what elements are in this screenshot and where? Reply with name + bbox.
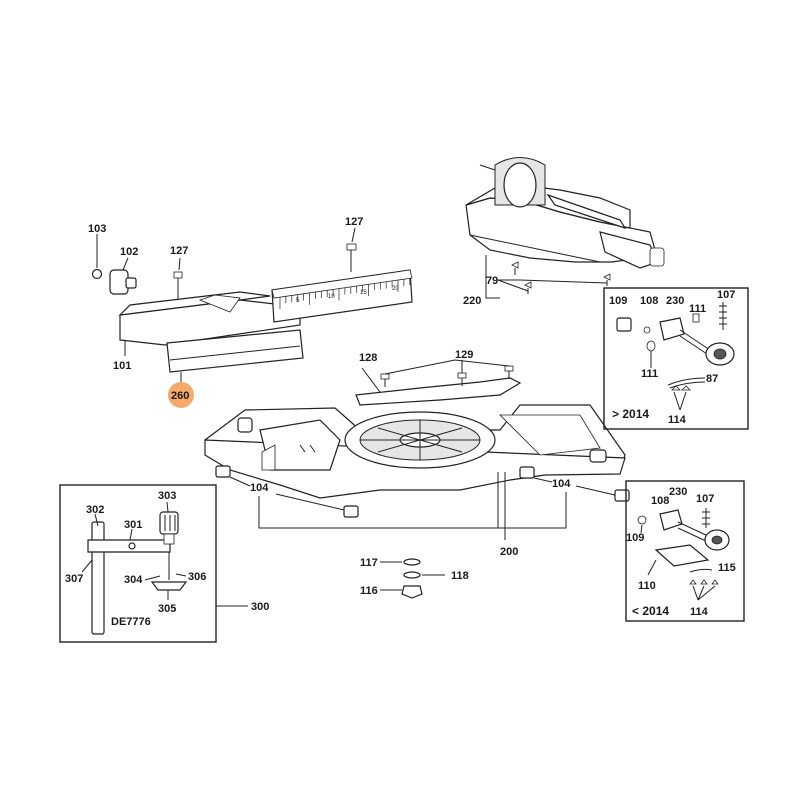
label-127-left: 127 [170,245,188,257]
screws-79 [497,261,611,294]
label-108-old: 108 [651,495,669,507]
label-116: 116 [360,585,378,597]
label-109-old: 109 [626,532,644,544]
label-305: 305 [158,603,176,615]
label-307: 307 [65,573,83,585]
label-87: 87 [706,373,718,385]
label-260: 260 [171,390,189,402]
label-129: 129 [455,349,473,361]
knob-102 [109,257,137,295]
label-111-top: 111 [689,303,706,315]
label-127-right: 127 [345,216,363,228]
label-101: 101 [113,360,131,372]
label-220: 220 [463,295,481,307]
scale-number-10: 10 [328,294,335,300]
label-306: 306 [188,571,206,583]
label-108-new: 108 [640,295,658,307]
scale-plate [271,269,413,323]
model-number-label: DE7776 [111,616,151,628]
screw-127-left [173,257,183,300]
label-128: 128 [359,352,377,364]
switch-kit-new [616,302,735,411]
label-117: 117 [360,557,378,569]
scale-number-5: 5 [296,298,300,304]
highlight-260 [168,382,194,408]
label-107-old: 107 [696,493,714,505]
label-110-old: 110 [638,580,656,592]
revision-new-box [603,287,749,430]
label-104-left: 104 [250,482,269,494]
label-109-new: 109 [609,295,627,307]
washers-nut [380,558,445,599]
nut-103 [91,234,103,280]
screw-127-right [346,227,357,272]
label-300: 300 [251,601,269,613]
label-104-right: 104 [552,478,571,490]
clamp-300 [81,501,188,635]
label-114-new: 114 [668,414,687,426]
label-114-old: 114 [690,606,709,618]
screws-129 [380,359,514,387]
label-118: 118 [451,570,469,582]
label-230-old: 230 [669,486,687,498]
label-200: 200 [500,546,518,558]
scale-number-15: 15 [360,290,367,296]
plate-128 [355,367,522,406]
label-103: 103 [88,223,106,235]
switch-kit-old [637,508,730,601]
label-102: 102 [120,246,138,258]
clamp-kit-box [59,484,217,643]
label-111-bottom: 111 [641,368,658,380]
label-230-new: 230 [666,295,684,307]
label-303: 303 [158,490,176,502]
scale-number-20: 20 [392,286,399,292]
label-304: 304 [124,574,143,586]
label-301: 301 [124,519,142,531]
revision-old-label: < 2014 [632,604,669,618]
label-107-new: 107 [717,289,735,301]
label-115-old: 115 [718,562,736,574]
revision-old-box [625,480,745,622]
saw-head-assembly [465,157,665,269]
label-79: 79 [486,275,498,287]
facing-260 [166,329,304,383]
fence-101 [118,291,301,356]
revision-new-label: > 2014 [612,407,649,421]
label-302: 302 [86,504,104,516]
